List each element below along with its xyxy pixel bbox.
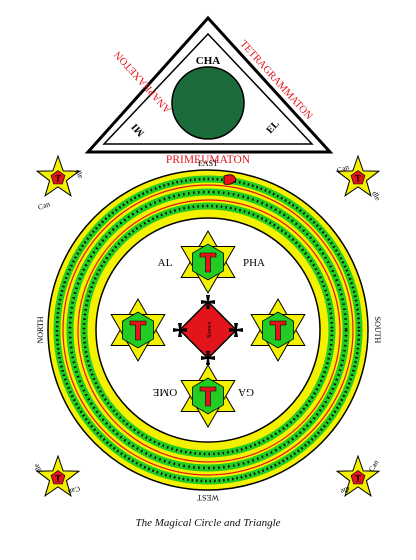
pentagram-tl-text-2: dle xyxy=(73,168,86,181)
script-dots-3 xyxy=(82,204,334,456)
triangle: CHA MI EL ANAPHAXETON TETRAGRAMMATON PRI… xyxy=(84,15,334,166)
pentagram-bl-text-1: Can xyxy=(67,484,82,497)
pentagram-tr-text-2: dle xyxy=(370,190,383,203)
direction-north: NORTH xyxy=(36,316,45,343)
serpent-line-1 xyxy=(62,184,354,476)
direction-west: WEST xyxy=(197,493,219,502)
alpha-right: PHA xyxy=(243,257,265,269)
serpent-line-2 xyxy=(77,199,341,463)
script-dots-1 xyxy=(55,177,361,483)
pentagram-top-left xyxy=(36,155,80,197)
corner-pentagrams: Can dle Can dle Can dle Can dle xyxy=(31,155,383,497)
pentagram-tr-text-1: Can xyxy=(336,162,351,175)
center-square xyxy=(178,300,238,360)
triangle-bottom-text: PRIMEUMATON xyxy=(166,154,251,166)
omega-right: GA xyxy=(238,386,254,398)
omega-left: OME xyxy=(153,386,178,398)
serpent-head xyxy=(223,174,237,185)
pentagram-tl-text-1: Can xyxy=(37,199,52,212)
triangle-center-disc xyxy=(171,66,245,140)
pentagram-br-text-2: dle xyxy=(339,485,351,497)
inner-figures: AL PHA OME GA Nomen xyxy=(110,230,306,428)
pentagram-top-right xyxy=(336,155,380,197)
direction-east: EAST xyxy=(198,159,218,168)
script-dots-2 xyxy=(68,190,348,470)
caption: The Magical Circle and Triangle xyxy=(135,517,281,529)
triangle-inner-top: CHA xyxy=(196,55,221,67)
center-square-text: Nomen xyxy=(207,322,213,340)
alpha-left: AL xyxy=(158,257,173,269)
direction-south: SOUTH xyxy=(373,317,382,344)
